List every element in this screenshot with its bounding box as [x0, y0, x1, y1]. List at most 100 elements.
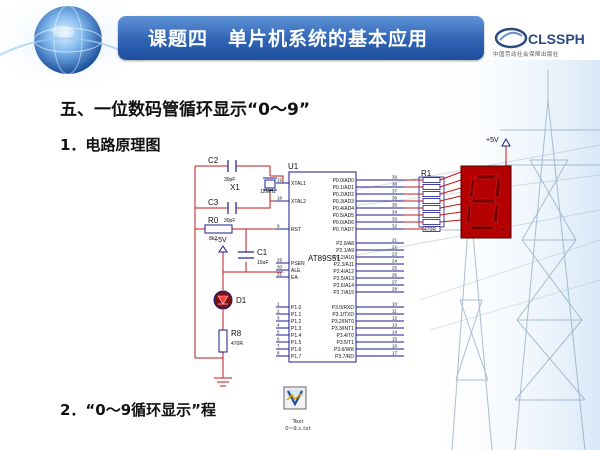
chip-pin-number: 35 — [392, 203, 398, 208]
chip-pin-number: 7 — [277, 344, 280, 349]
chip-pin-name: P3.2/INT0 — [331, 319, 354, 325]
resistor-network-element — [422, 184, 441, 190]
chip-pin-name: ALE — [291, 268, 301, 274]
label-chip-ref: U1 — [288, 162, 299, 171]
chip-pin-number: 10 — [392, 302, 398, 307]
chip-pins: 19XTAL118XTAL29RST29PSEN30ALE31EA1P1.02P… — [276, 175, 404, 360]
chip-pin-number: 25 — [392, 266, 398, 271]
chip-pin-name: P3.1/TXD — [332, 312, 354, 318]
chip-pin-number: 33 — [392, 217, 398, 222]
resistor-network-element — [422, 212, 441, 218]
segment-wire — [439, 195, 462, 202]
chip-pin-number: 38 — [392, 182, 398, 187]
text-file-label[interactable]: Text 0~9.c.txt — [275, 419, 321, 433]
chip-pin-name: P1.1 — [291, 312, 302, 318]
publisher-logo-icon — [494, 27, 528, 49]
chip-pin-name: P2.3/A11 — [334, 262, 354, 268]
vcc-arrow-right-icon — [501, 137, 511, 147]
chip-pin-number: 19 — [277, 178, 283, 183]
chip-pin-number: 14 — [392, 330, 398, 335]
chip-pin-name: P0.2/AD2 — [333, 192, 355, 198]
chip-pin-name: P3.0/RXD — [332, 305, 355, 311]
chip-pin-name: XTAL1 — [291, 181, 306, 187]
chip-pin-name: P2.7/A15 — [333, 290, 354, 296]
label-c2-value: 30pF — [224, 177, 235, 183]
chip-pin-number: 6 — [277, 337, 280, 342]
resistor-network-r1 — [404, 176, 445, 232]
label-r1: R1 — [421, 169, 432, 178]
segment-wire — [439, 219, 462, 223]
chip-pin-name: P0.1/AD1 — [333, 185, 355, 191]
chip-pin-name: P0.4/AD4 — [333, 206, 355, 212]
chip-pin-number: 5 — [277, 330, 280, 335]
chip-pin-number: 1 — [277, 302, 280, 307]
chip-pin-number: 16 — [392, 344, 398, 349]
chip-pin-number: 15 — [392, 337, 398, 342]
label-r0-value: 8k2 — [209, 236, 217, 242]
chip-pin-number: 18 — [277, 196, 283, 201]
chip-pin-number: 8 — [277, 351, 280, 356]
label-c1-value: 10uF — [257, 260, 268, 266]
mcu-chip — [288, 171, 357, 363]
chip-pin-name: P0.5/AD5 — [333, 213, 355, 219]
chip-pin-name: PSEN — [291, 261, 305, 267]
chip-pin-number: 28 — [392, 287, 398, 292]
chip-pin-number: 23 — [392, 252, 398, 257]
led-d1 — [213, 290, 233, 310]
chip-pin-number: 3 — [277, 316, 280, 321]
chip-pin-name: P0.0/AD0 — [333, 178, 355, 184]
label-r8-value: 470R — [231, 341, 243, 347]
chip-pin-name: P1.0 — [291, 305, 302, 311]
chip-pin-name: P2.6/A14 — [333, 283, 354, 289]
segment-wire — [439, 179, 462, 188]
chip-pin-name: P3.3/INT1 — [331, 326, 354, 332]
chip-pin-name: P1.4 — [291, 333, 302, 339]
chip-pin-name: P3.5/T1 — [336, 340, 354, 346]
chip-pin-number: 13 — [392, 323, 398, 328]
label-x1-value: 12MHz — [260, 189, 276, 195]
chip-pin-name: P3.7/RD — [335, 354, 354, 360]
chip-pin-name: P2.0/A8 — [336, 241, 354, 247]
chip-pin-number: 36 — [392, 196, 398, 201]
chip-pin-number: 9 — [277, 224, 280, 229]
circuit-wires — [194, 146, 507, 387]
label-r8: R8 — [231, 329, 242, 338]
label-chip-name: AT89S51 — [308, 254, 341, 263]
chip-pin-number: 11 — [392, 309, 397, 314]
chip-pin-number: 2 — [277, 309, 280, 314]
header-bar — [118, 16, 484, 60]
chip-pin-name: P2.4/A12 — [333, 269, 354, 275]
chip-pin-name: P2.1/A9 — [336, 248, 354, 254]
chip-pin-number: 4 — [277, 323, 280, 328]
chip-pin-number: 32 — [392, 224, 398, 229]
chip-pin-name: P0.3/AD3 — [333, 199, 355, 205]
chip-pin-name: P1.2 — [291, 319, 302, 325]
label-c2: C2 — [208, 156, 219, 165]
chip-pin-name: XTAL2 — [291, 199, 306, 205]
publisher-logo-subtitle: 中国劳动社会保障出版社 — [493, 52, 560, 58]
chip-pin-number: 17 — [392, 351, 398, 356]
chip-pin-name: RST — [291, 227, 301, 233]
chip-pin-number: 22 — [392, 245, 398, 250]
label-r0: R0 — [208, 216, 219, 225]
chip-pin-name: P0.7/AD7 — [333, 227, 355, 233]
text-file-icon[interactable] — [283, 386, 307, 410]
segment-wire — [439, 203, 462, 209]
label-c3: C3 — [208, 198, 219, 207]
label-x1: X1 — [230, 183, 240, 192]
label-d1: D1 — [236, 296, 247, 305]
segment-wire — [439, 187, 462, 195]
file-label-line-1: Text — [292, 419, 304, 425]
publisher-logo-text: CLSSPH — [528, 31, 585, 47]
chip-pin-name: P2.5/A13 — [333, 276, 354, 282]
capacitor-c2 — [227, 160, 237, 172]
file-label-line-2: 0~9.c.txt — [285, 426, 311, 432]
page-title: 课题四 单片机系统的基本应用 — [148, 28, 429, 50]
resistor-network-element — [422, 177, 441, 183]
section-heading: 五、一位数码管循环显示“0～9” — [60, 100, 311, 120]
resistor-r0 — [204, 224, 233, 234]
chip-pin-number: 27 — [392, 280, 398, 285]
chip-pin-name: P3.4/T0 — [336, 333, 354, 339]
globe-icon — [0, 5, 141, 75]
